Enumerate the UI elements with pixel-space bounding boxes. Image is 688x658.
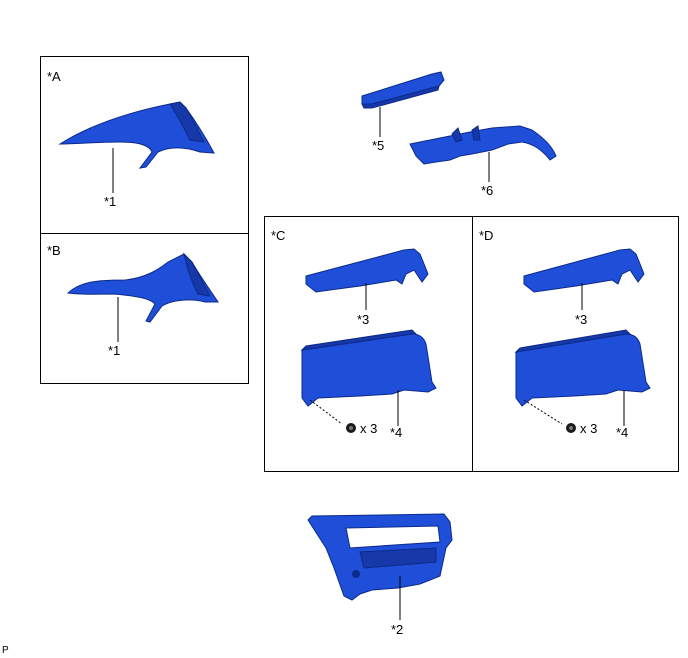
panel-c-callout-3: *3: [357, 312, 370, 327]
part-5: [361, 71, 445, 137]
callout-6: *6: [481, 183, 494, 198]
panel-a-label: *A: [47, 69, 61, 84]
panel-d-label: *D: [479, 228, 494, 243]
part-2: [307, 513, 453, 620]
panel-b-frame: [40, 233, 249, 384]
panel-c-part-4: [300, 329, 437, 426]
panel-b-part: [66, 252, 219, 342]
panel-d-screw-count: x 3: [580, 421, 598, 436]
panel-c-label: *C: [271, 228, 286, 243]
panel-d-screw-icon: [566, 423, 576, 433]
panel-d-frame: [472, 216, 679, 472]
panel-b-label: *B: [47, 243, 61, 258]
panel-c-screw-count: x 3: [360, 421, 378, 436]
panel-d-part-4: [514, 329, 651, 426]
panel-c-part-3: [305, 248, 429, 310]
panel-d-callout-4: *4: [616, 425, 629, 440]
panel-b-callout-1: *1: [108, 343, 121, 358]
part-6: [409, 125, 557, 182]
panel-a-callout-1: *1: [104, 194, 117, 209]
panel-d-callout-3: *3: [575, 312, 588, 327]
panel-a-part: [58, 101, 215, 193]
callout-5: *5: [372, 138, 385, 153]
panel-c-screw-icon: [346, 423, 356, 433]
callout-2: *2: [391, 622, 404, 637]
panel-d-part-3: [523, 248, 645, 310]
corner-mark: P: [2, 645, 9, 656]
panel-c-callout-4: *4: [390, 425, 403, 440]
